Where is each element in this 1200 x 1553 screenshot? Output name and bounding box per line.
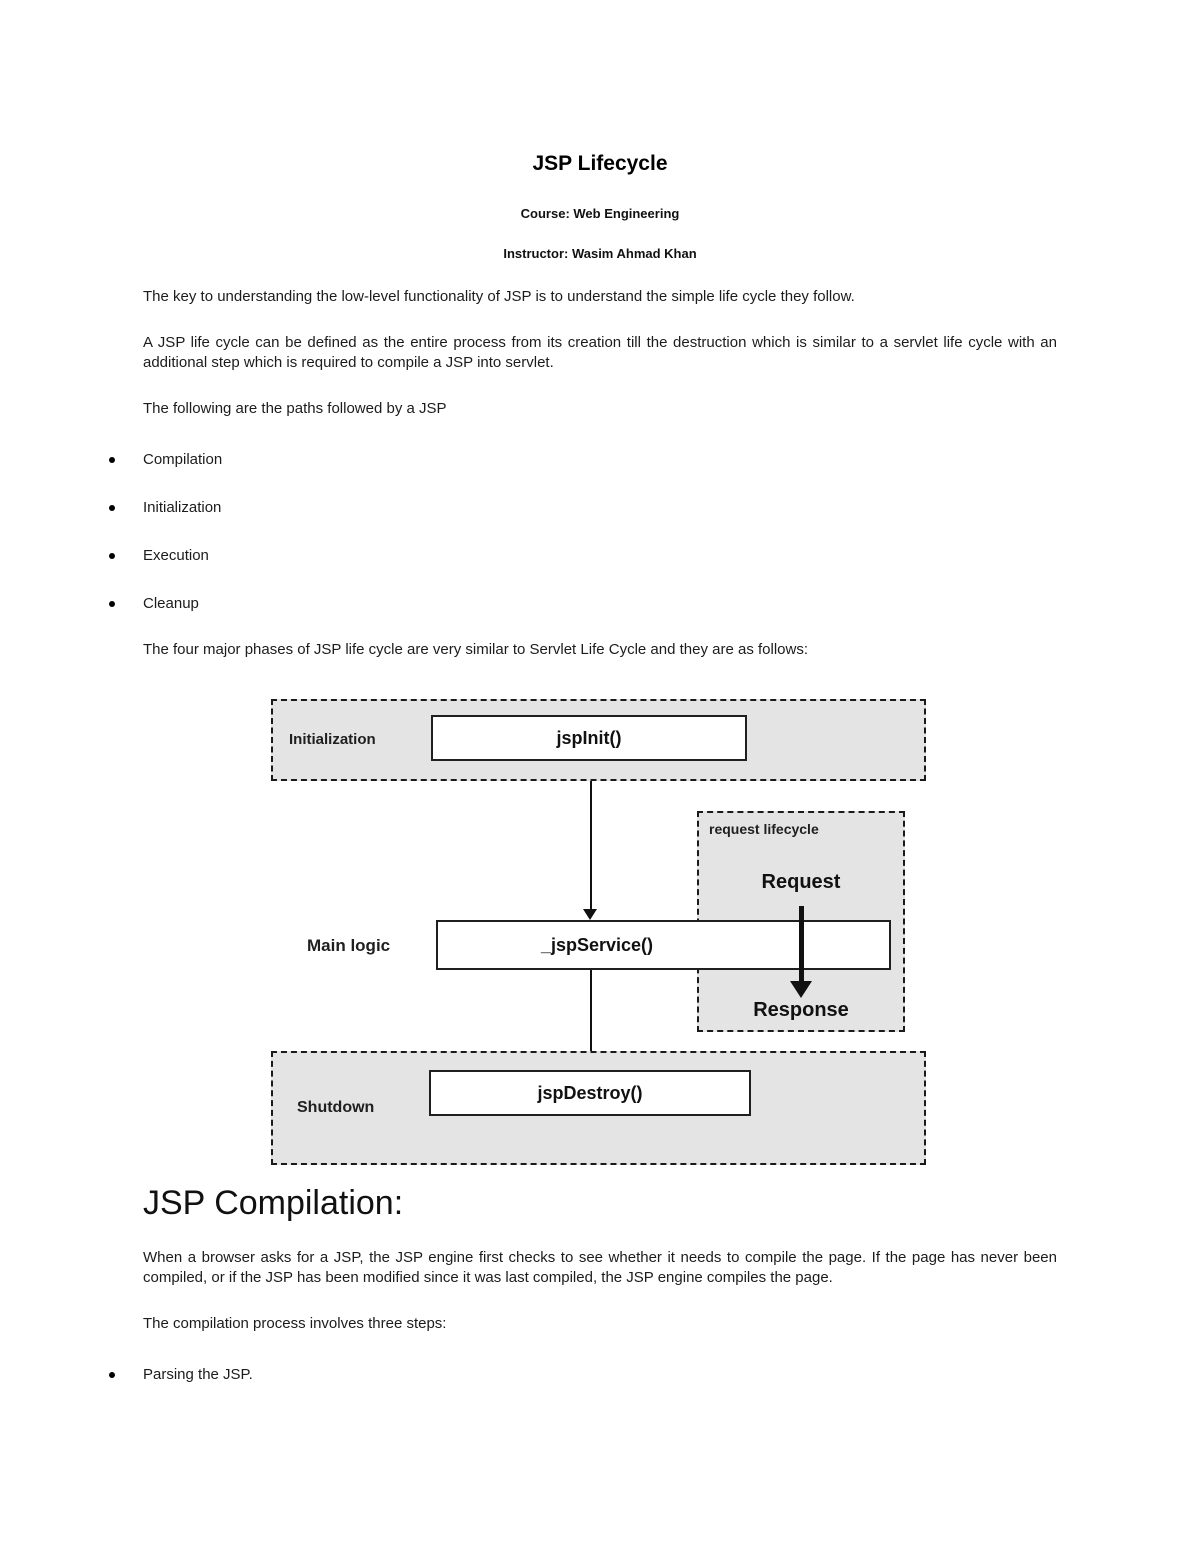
intro-paragraph-1: The key to understanding the low-level f…	[143, 288, 855, 305]
list-item: Compilation	[109, 450, 1057, 470]
list-item: Cleanup	[109, 594, 1057, 614]
compilation-steps-list: Parsing the JSP.	[109, 1365, 1057, 1385]
bullet-dot	[109, 1372, 115, 1378]
jsp-compilation-heading: JSP Compilation:	[143, 1184, 404, 1222]
arrow-jspservice-to-jspdestroy	[590, 970, 592, 1059]
arrow-jspinit-to-jspservice	[590, 781, 592, 909]
list-item: Initialization	[109, 498, 1057, 518]
arrow-down-icon	[790, 981, 812, 998]
list-item-label: Execution	[143, 547, 209, 564]
list-item: Execution	[109, 546, 1057, 566]
list-item-label: Initialization	[143, 499, 222, 516]
list-item-label: Cleanup	[143, 595, 199, 612]
list-item-label: Parsing the JSP.	[143, 1366, 253, 1383]
bullet-dot	[109, 601, 115, 607]
request-lifecycle-label: request lifecycle	[709, 821, 819, 837]
jspservice-box: _jspService()	[436, 920, 891, 970]
page-title: JSP Lifecycle	[532, 152, 668, 175]
instructor-line: Instructor: Wasim Ahmad Khan	[503, 246, 697, 261]
initialization-panel: Initialization jspInit()	[271, 699, 926, 781]
list-item-label: Compilation	[143, 451, 223, 468]
initialization-label: Initialization	[289, 731, 376, 748]
arrow-request-to-response	[799, 906, 804, 982]
intro-paragraph-4: The four major phases of JSP life cycle …	[143, 641, 809, 658]
shutdown-panel: Shutdown jspDestroy()	[271, 1051, 926, 1165]
bullet-dot	[109, 505, 115, 511]
bullet-dot	[109, 553, 115, 559]
request-label: Request	[761, 871, 841, 893]
jsp-paths-list: Compilation Initialization Execution Cle…	[109, 450, 1057, 614]
intro-paragraph-2: A JSP life cycle can be defined as the e…	[143, 334, 1057, 371]
compilation-paragraph-1: When a browser asks for a JSP, the JSP e…	[143, 1249, 1057, 1286]
jsp-lifecycle-diagram: Initialization jspInit() request lifecyc…	[271, 699, 935, 1165]
jspinit-box: jspInit()	[431, 715, 747, 761]
response-label: Response	[753, 999, 849, 1021]
compilation-paragraph-2: The compilation process involves three s…	[143, 1315, 447, 1332]
arrow-down-icon	[583, 909, 597, 920]
list-item: Parsing the JSP.	[109, 1365, 1057, 1385]
shutdown-label: Shutdown	[297, 1099, 375, 1116]
course-line: Course: Web Engineering	[520, 206, 680, 221]
document-page: JSP Lifecycle Course: Web Engineering In…	[109, 152, 1057, 1385]
main-logic-label: Main logic	[307, 936, 391, 955]
intro-paragraph-3: The following are the paths followed by …	[143, 400, 447, 417]
jspdestroy-box: jspDestroy()	[429, 1070, 751, 1116]
bullet-dot	[109, 457, 115, 463]
